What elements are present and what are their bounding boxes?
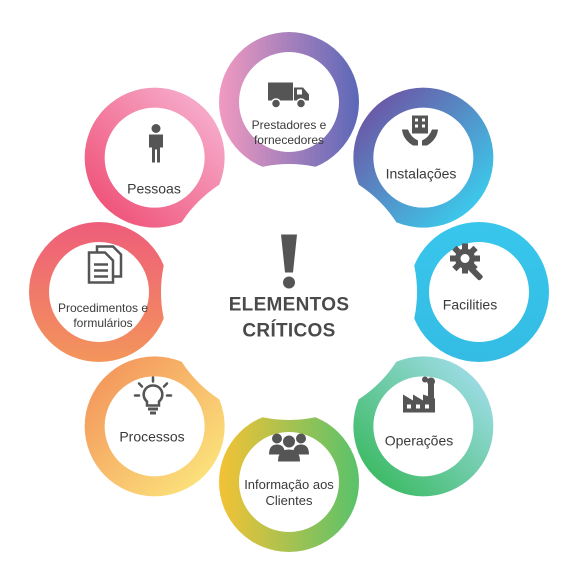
petal-disc-prestadores	[239, 52, 339, 152]
gear-wrench-icon	[448, 242, 488, 287]
petal-disc-processos	[104, 376, 205, 477]
documents-icon	[87, 245, 123, 290]
petal-label-processos: Processos	[119, 428, 184, 446]
petal-label-line: Facilities	[442, 296, 498, 313]
center-title: ELEMENTOS CRÍTICOS	[229, 292, 350, 343]
petal-discs	[49, 52, 529, 532]
petal-label-prestadores: Prestadores e fornecedores	[252, 118, 327, 148]
petal-disc-instalacoes	[373, 107, 474, 208]
petal-label-line: Processos	[119, 428, 185, 445]
petal-label-line: Procedimentos e	[57, 301, 149, 315]
building-in-hands-icon	[401, 114, 439, 155]
petal-label-informacao: Informação aos Clientes	[244, 477, 334, 510]
center-hub	[161, 164, 417, 420]
petal-label-operacoes: Operações	[385, 432, 453, 450]
petal-label-procedimentos: Procedimentos e formulários	[58, 301, 148, 331]
petal-label-line: Pessoas	[127, 180, 181, 197]
petal-label-line: Clientes	[265, 493, 313, 508]
petal-label-line: Informação aos	[244, 476, 334, 492]
petal-label-line: Instalações	[385, 165, 457, 182]
factory-icon	[401, 376, 441, 420]
petal-label-instalacoes: Instalações	[386, 165, 457, 183]
petal-disc-operacoes	[373, 376, 474, 477]
petal-label-line: Operações	[384, 432, 454, 449]
people-group-icon	[268, 431, 310, 468]
petal-label-facilities: Facilities	[443, 296, 497, 314]
center-title-line2: CRÍTICOS	[242, 320, 336, 341]
petal-label-line: Prestadores e	[251, 118, 327, 132]
petal-disc-procedimentos	[49, 242, 149, 342]
petal-label-pessoas: Pessoas	[127, 180, 181, 198]
petal-label-line: formulários	[73, 316, 133, 330]
petal-disc-informacao	[239, 432, 339, 532]
center-title-line1: ELEMENTOS	[228, 294, 350, 316]
lightbulb-icon	[133, 376, 173, 421]
petal-label-line: fornecedores	[253, 133, 325, 147]
person-icon	[146, 124, 166, 169]
truck-icon	[267, 80, 311, 115]
center-exclamation-icon	[278, 233, 300, 296]
